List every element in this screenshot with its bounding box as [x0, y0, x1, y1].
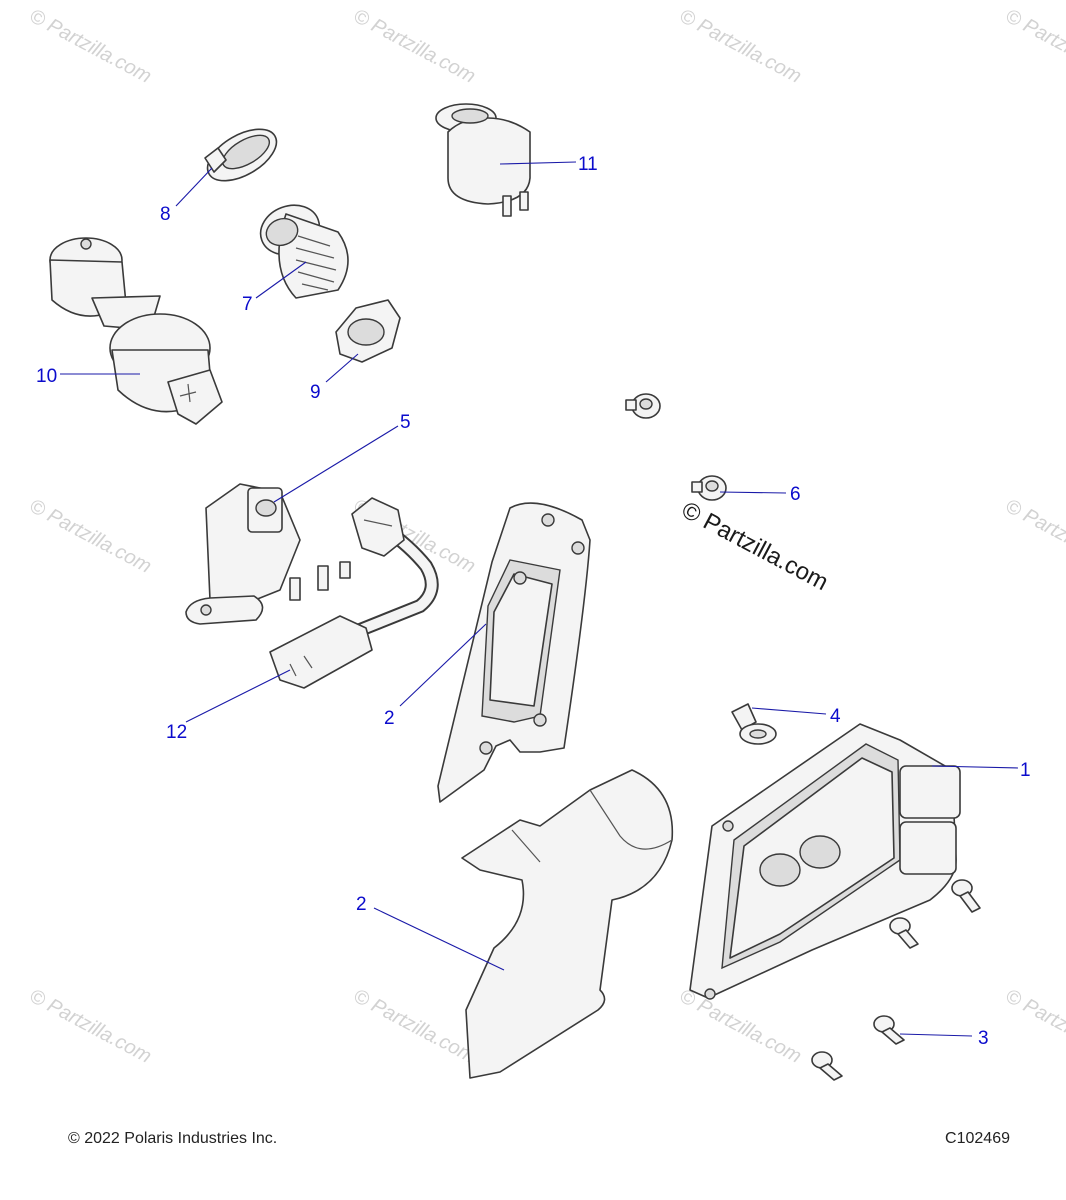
- part-3-screw: [889, 917, 919, 949]
- callout-2-lower: 2: [356, 894, 367, 915]
- watermark: © Partzilla.com: [26, 495, 155, 578]
- callout-3: 3: [978, 1028, 989, 1049]
- part-10-ignition-switch: [49, 237, 223, 425]
- leader-7: [255, 261, 307, 299]
- leader-11: [499, 161, 577, 165]
- copyright-notice: © 2022 Polaris Industries Inc.: [68, 1130, 278, 1147]
- leader-2-lower: [373, 907, 505, 971]
- callout-6: 6: [790, 484, 801, 505]
- leader-6: [719, 491, 787, 494]
- part-3-screw: [873, 1015, 905, 1045]
- callout-7: 7: [242, 294, 253, 315]
- callout-8: 8: [160, 204, 171, 225]
- callout-10: 10: [36, 366, 57, 387]
- leader-4: [751, 707, 827, 715]
- part-6-bolt-lower: [691, 475, 727, 501]
- part-9-hex-nut: [335, 299, 401, 363]
- leader-9: [325, 353, 359, 383]
- callout-12: 12: [166, 722, 187, 743]
- leader-12: [185, 669, 291, 723]
- watermark: © Partzilla.com: [26, 5, 155, 88]
- part-2-mounting-bracket: [437, 502, 591, 803]
- watermark: © Partzilla.com: [1002, 495, 1066, 578]
- callout-1: 1: [1020, 760, 1031, 781]
- leader-1: [931, 765, 1019, 769]
- watermark: © Partzilla.com: [1002, 5, 1066, 88]
- watermark: © Partzilla.com: [676, 985, 805, 1068]
- part-1-control-module: [689, 723, 961, 1000]
- watermark: © Partzilla.com: [1002, 985, 1066, 1068]
- part-6-bolt-upper: [625, 393, 661, 419]
- leader-8: [175, 167, 213, 207]
- part-4-push-clip: [731, 703, 777, 745]
- part-12-wire-harness: [269, 497, 439, 689]
- part-3-screw: [811, 1051, 843, 1081]
- callout-4: 4: [830, 706, 841, 727]
- callout-11: 11: [578, 154, 598, 175]
- part-11-relay: [435, 103, 531, 217]
- callout-5: 5: [400, 412, 411, 433]
- watermark: © Partzilla.com: [350, 5, 479, 88]
- part-7-threaded-socket: [259, 204, 349, 299]
- part-3-screw: [951, 879, 981, 913]
- part-5-connector-housing: [185, 483, 351, 625]
- callout-9: 9: [310, 382, 321, 403]
- watermark: © Partzilla.com: [26, 985, 155, 1068]
- part-8-ring-nut: [204, 128, 278, 182]
- watermark: © Partzilla.com: [676, 5, 805, 88]
- part-2-cover: [461, 769, 674, 1079]
- watermark: © Partzilla.com: [350, 985, 479, 1068]
- leader-2-upper: [399, 623, 487, 707]
- leader-5: [273, 425, 399, 503]
- callout-labels: 1 2 2 3 4 5 6 7 8 9 10 11 12: [36, 154, 1031, 1049]
- leader-3: [899, 1033, 973, 1037]
- leader-lines: [60, 161, 1019, 1037]
- callout-2-upper: 2: [384, 708, 395, 729]
- watermark-center: © Partzilla.com: [677, 496, 832, 596]
- diagram-id: C102469: [945, 1130, 1010, 1147]
